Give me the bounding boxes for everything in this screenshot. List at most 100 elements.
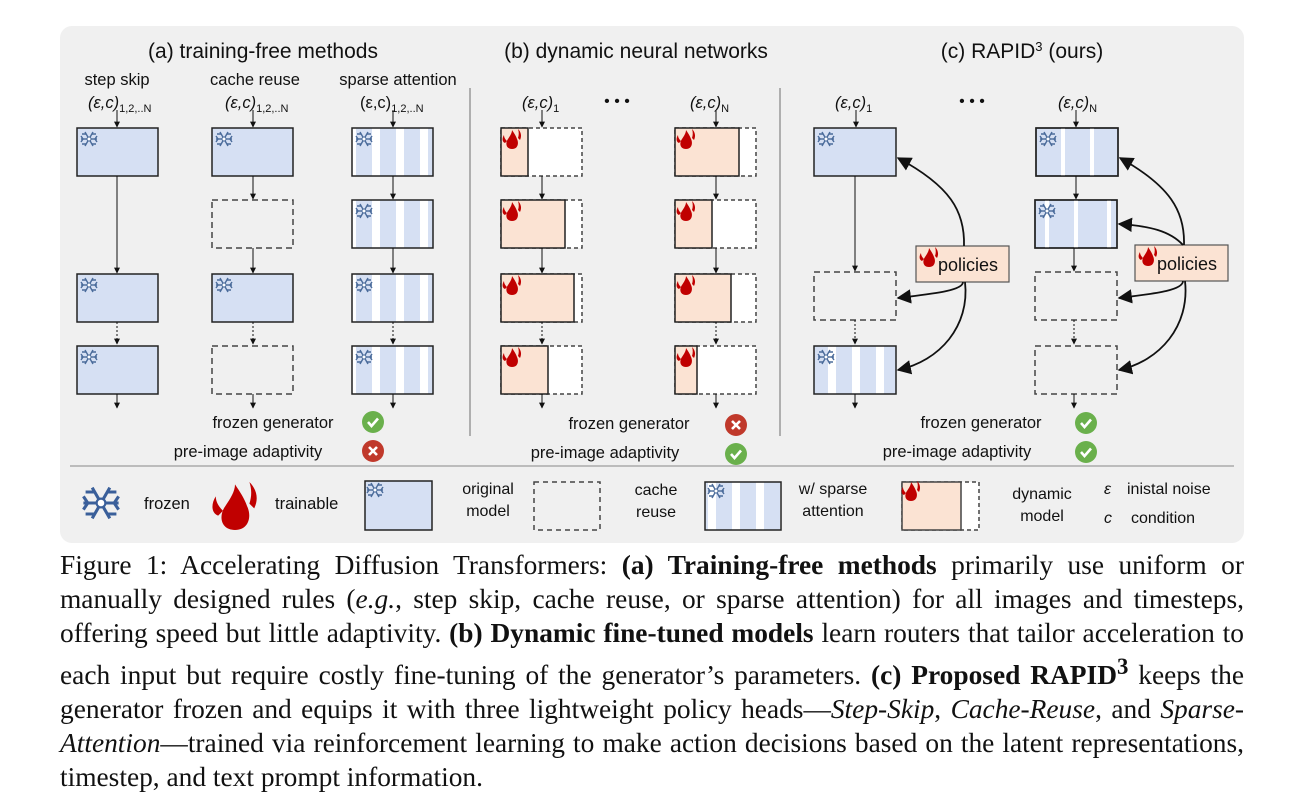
diagram-canvas: (a) training-free methods (b) dynamic ne…: [70, 39, 1234, 531]
dynamic-model-block: [500, 345, 549, 395]
column-label-step-skip: step skip: [84, 71, 149, 89]
panel-b-title: (b) dynamic neural networks: [504, 40, 768, 63]
input-label: (ε,c)1,2,..N: [88, 94, 152, 115]
legend-dynamic-1: dynamic: [1012, 486, 1072, 503]
cache-reuse-block: [211, 345, 294, 395]
policies-box-1: policies: [915, 245, 1010, 283]
legend-sparse-1: w/ sparse: [798, 481, 868, 498]
adaptivity-label-a: pre-image adaptivity: [174, 443, 323, 461]
policy-arrow: [1117, 280, 1184, 304]
policy-arrow: [896, 281, 964, 304]
cache-reuse-block: [1034, 345, 1118, 395]
rapid-column-1: [813, 110, 897, 409]
frozen-generator-label-c: frozen generator: [920, 414, 1042, 432]
sparse-attention-column: [351, 110, 434, 409]
caption-b-text: learn routers that tailor acceleration t…: [60, 618, 1244, 691]
sparse-attention-block: [351, 273, 434, 323]
sparse-attention-block: [813, 345, 897, 395]
legend-eps-symbol: ε: [1104, 481, 1112, 498]
legend-original-1: original: [462, 481, 514, 498]
caption-head-1: Step-Skip: [830, 694, 935, 725]
cross-icon: [362, 440, 384, 462]
policy-arrow: [1118, 157, 1185, 246]
legend-cache-1: cache: [635, 482, 678, 499]
flame-icon: [212, 482, 257, 530]
check-icon: [362, 411, 384, 433]
policies-label: policies: [1157, 254, 1217, 274]
policy-arrow: [1117, 217, 1184, 246]
check-icon: [725, 443, 747, 465]
input-label: (ε,c)1,2,..N: [225, 94, 289, 115]
cache-reuse-block: [211, 199, 294, 249]
caption-b-label: (b) Dynamic fine-tuned models: [449, 618, 814, 648]
policies-label: policies: [938, 255, 998, 275]
legend-eps-label: inistal noise: [1127, 481, 1211, 498]
input-label: (ε,c)1: [835, 94, 872, 115]
legend-c-label: condition: [1131, 510, 1195, 527]
original-model-block: [813, 127, 897, 177]
caption-head-2: Cache-Reuse: [950, 694, 1096, 725]
input-labels: (ε,c)1,2,..N (ε,c)1,2,..N (ε,c)1,2,..N (…: [88, 94, 1097, 115]
legend-original-2: model: [466, 503, 510, 520]
legend-c-symbol: c: [1104, 510, 1112, 527]
sparse-attention-block: [351, 127, 434, 177]
caption-a-text2: , step skip, cache reuse, or sparse atte…: [60, 584, 1244, 648]
dynamic-column-n: [674, 110, 757, 409]
original-model-block: [76, 345, 159, 395]
figure-panel: (a) training-free methods (b) dynamic ne…: [60, 26, 1244, 543]
original-model-block: [211, 273, 294, 323]
cache-reuse-column: [211, 110, 294, 409]
ellipsis-b: • • •: [604, 93, 630, 110]
figure-caption: Figure 1: Accelerating Diffusion Transfo…: [60, 550, 1245, 793]
check-icon: [1075, 441, 1097, 463]
input-label: (ε,c)N: [690, 94, 729, 115]
dynamic-model-block: [674, 345, 698, 395]
original-model-block: [211, 127, 294, 177]
dynamic-model-block: [674, 273, 732, 323]
dynamic-column-1: [500, 110, 583, 409]
adaptivity-label-b: pre-image adaptivity: [531, 444, 680, 462]
legend: frozen trainable original model cache re…: [82, 480, 1211, 531]
caption-c-label: (c) Proposed RAPID3: [871, 654, 1129, 691]
column-label-sparse-attention: sparse attention: [339, 71, 456, 89]
check-icon: [1075, 412, 1097, 434]
rapid-column-n: [1034, 110, 1119, 409]
frozen-generator-label-b: frozen generator: [568, 415, 690, 433]
original-model-block: [76, 127, 159, 177]
policy-arrow: [1117, 280, 1187, 375]
sparse-attention-block: [351, 199, 434, 249]
adaptivity-label-c: pre-image adaptivity: [883, 443, 1032, 461]
caption-head-3: Sparse-Attention: [60, 694, 1245, 759]
caption-a-text: primarily use uniform or manually design…: [60, 550, 1244, 614]
cross-icon: [725, 414, 747, 436]
snowflake-icon: [82, 486, 120, 520]
step-skip-column: [76, 110, 159, 409]
ellipsis-c: • • •: [959, 93, 985, 110]
sparse-attention-block: [351, 345, 434, 395]
input-label: (ε,c)1,2,..N: [360, 94, 424, 115]
cache-reuse-block: [813, 271, 897, 321]
legend-frozen: frozen: [144, 495, 190, 513]
policies-box-n: policies: [1134, 244, 1229, 282]
caption-c-text: keeps the generator frozen and equips it…: [60, 660, 1245, 725]
legend-sparse-2: attention: [802, 503, 863, 520]
legend-dynamic-2: model: [1020, 508, 1064, 525]
policy-arrow: [896, 281, 967, 375]
policy-arrow: [896, 157, 965, 247]
caption-eg: e.g.: [355, 584, 396, 614]
panel-c-title: (c) RAPID3 (ours): [941, 39, 1103, 63]
legend-trainable: trainable: [275, 495, 338, 513]
caption-prefix: Figure 1: Accelerating Diffusion Transfo…: [60, 550, 622, 580]
panel-a-title: (a) training-free methods: [148, 40, 378, 63]
legend-cache-reuse-swatch: [533, 481, 601, 531]
column-label-cache-reuse: cache reuse: [210, 71, 300, 89]
cache-reuse-block: [1034, 271, 1118, 321]
frozen-generator-label-a: frozen generator: [212, 414, 334, 432]
caption-a-label: (a) Training-free methods: [621, 550, 937, 580]
legend-cache-2: reuse: [636, 504, 676, 521]
sparse-attention-block: [1035, 127, 1119, 177]
legend-original-model-swatch: [364, 480, 433, 531]
input-label: (ε,c)N: [1058, 94, 1097, 115]
input-label: (ε,c)1: [522, 94, 559, 115]
original-model-block: [76, 273, 159, 323]
